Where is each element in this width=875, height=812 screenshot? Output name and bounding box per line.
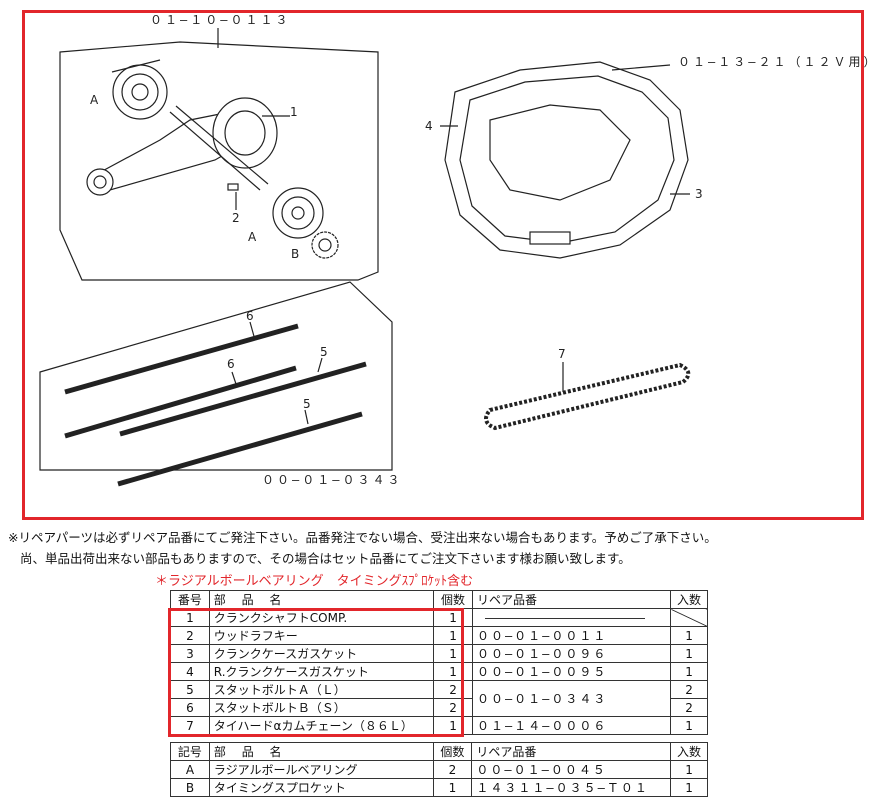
callout-6b: 6 (227, 357, 235, 371)
callout-5a: 5 (320, 345, 328, 359)
row-in-qty: 1 (670, 716, 708, 735)
row-symbol: A (170, 760, 210, 779)
row-name: スタットボルトＡ（Ｌ） (208, 680, 435, 699)
row-qty: 1 (433, 644, 473, 663)
repair-order-note: ※リペアパーツは必ずリペア品番にてご発注下さい。品番発注でない場合、受注出来ない… (8, 530, 717, 545)
row-symbol: B (170, 778, 210, 797)
table-row: 4 R.クランクケースガスケット 1 ００—０１—００９５ 1 (170, 662, 708, 681)
row-name: R.クランクケースガスケット (208, 662, 435, 681)
table-row: 3 クランクケースガスケット 1 ００—０１—００９６ 1 (170, 644, 708, 663)
callout-1: 1 (290, 105, 298, 119)
row-no: 5 (170, 680, 210, 699)
header-in-qty: 入数 (670, 590, 708, 609)
row-in-qty: 1 (670, 662, 708, 681)
callout-5b: 5 (303, 397, 311, 411)
header-qty: 個数 (432, 742, 473, 761)
callout-4: 4 (425, 119, 433, 133)
set-includes-note: ＊ラジアルボールベアリング タイミングｽﾌﾟﾛｹｯﾄ含む (155, 574, 474, 589)
stud-bolts-illustration (39, 281, 393, 487)
table-row: 1 クランクシャフトCOMP. 1 (170, 608, 708, 627)
cam-chain-illustration (484, 362, 691, 431)
callout-7: 7 (558, 347, 566, 361)
table-row: 2 ウッドラフキー 1 ００—０１—００１１ 1 (170, 626, 708, 645)
callout-A1: A (90, 93, 99, 107)
row-repair: １４３１１—０３５—Ｔ０１ (471, 778, 672, 797)
row-name: ウッドラフキー (208, 626, 435, 645)
row-in-qty: 1 (670, 644, 708, 663)
row-no: 4 (170, 662, 210, 681)
row-repair: ０１—１４—０００６ (471, 716, 672, 735)
callout-2: 2 (232, 211, 240, 225)
row-name: ラジアルボールベアリング (208, 760, 434, 779)
row-qty: 1 (433, 662, 473, 681)
row-in-qty: 1 (670, 626, 708, 645)
row-qty: 1 (432, 778, 473, 797)
parts-diagram: A 1 2 A B ０１—１０—０１１３ 4 3 ０１—１３—２１（１２Ｖ用） … (39, 13, 875, 487)
row-in-qty: 2 (670, 698, 708, 717)
row-no: 7 (170, 716, 210, 735)
callout-A2: A (248, 230, 257, 244)
header-no: 番号 (170, 590, 210, 609)
row-qty: 1 (433, 716, 473, 735)
row-qty: 1 (433, 626, 473, 645)
row-name: タイハードαカムチェーン（８６Ｌ） (208, 716, 435, 735)
row-qty: 2 (433, 680, 473, 699)
row-repair: ００—０１—０３４３ (471, 680, 672, 717)
header-symbol: 記号 (170, 742, 210, 761)
header-qty: 個数 (433, 590, 473, 609)
gasket-set-code: ０１—１３—２１（１２Ｖ用） (678, 55, 875, 69)
row-name: クランクケースガスケット (208, 644, 435, 663)
row-name: タイミングスプロケット (208, 778, 434, 797)
row-in-qty: 1 (670, 760, 708, 779)
callout-B: B (291, 247, 299, 261)
header-name: 部 品 名 (208, 590, 435, 609)
header-name: 部 品 名 (208, 742, 434, 761)
table-row: 5 スタットボルトＡ（Ｌ） 2 ００—０１—０３４３ 2 (170, 680, 708, 717)
table-row: A ラジアルボールベアリング 2 ００—０１—００４５ 1 (170, 760, 708, 779)
row-qty: 2 (433, 698, 473, 717)
row-repair: ００—０１—００９６ (471, 644, 672, 663)
row-in-qty-slash (670, 608, 708, 627)
symbol-table: 記号 部 品 名 個数 リペア品番 入数 A ラジアルボールベアリング 2 ００… (170, 742, 708, 797)
callout-6a: 6 (246, 309, 254, 323)
row-repair: ００—０１—００１１ (471, 626, 672, 645)
header-repair: リペア品番 (471, 590, 672, 609)
row-repair-dash (471, 608, 672, 627)
callout-3: 3 (695, 187, 703, 201)
single-shipment-note: 尚、単品出荷出来ない部品もありますので、その場合はセット品番にてご注文下さいます… (20, 551, 631, 566)
diagram-frame (22, 10, 864, 520)
symbol-table-header: 記号 部 品 名 個数 リペア品番 入数 (170, 742, 708, 761)
row-no: 2 (170, 626, 210, 645)
row-qty: 2 (432, 760, 473, 779)
row-name: スタットボルトＢ（Ｓ） (208, 698, 435, 717)
header-in-qty: 入数 (670, 742, 708, 761)
parts-table: 番号 部 品 名 個数 リペア品番 入数 1 クランクシャフトCOMP. 1 2… (170, 590, 708, 735)
row-no: 3 (170, 644, 210, 663)
row-in-qty: 1 (670, 778, 708, 797)
bolt-set-code: ００—０１—０３４３ (262, 473, 402, 487)
row-repair: ００—０１—００４５ (471, 760, 672, 779)
parts-table-header: 番号 部 品 名 個数 リペア品番 入数 (170, 590, 708, 609)
table-row: 7 タイハードαカムチェーン（８６Ｌ） 1 ０１—１４—０００６ 1 (170, 716, 708, 735)
row-no: 1 (170, 608, 210, 627)
row-name: クランクシャフトCOMP. (208, 608, 435, 627)
row-in-qty: 2 (670, 680, 708, 699)
table-row: 6 スタットボルトＢ（Ｓ） 2 2 (170, 698, 708, 717)
row-no: 6 (170, 698, 210, 717)
crank-set-code: ０１—１０—０１１３ (150, 13, 290, 27)
row-repair: ００—０１—００９５ (471, 662, 672, 681)
crankshaft-assembly-illustration (59, 28, 379, 281)
gasket-illustration (440, 61, 690, 259)
header-repair: リペア品番 (471, 742, 672, 761)
row-qty: 1 (433, 608, 473, 627)
table-row: B タイミングスプロケット 1 １４３１１—０３５—Ｔ０１ 1 (170, 778, 708, 797)
